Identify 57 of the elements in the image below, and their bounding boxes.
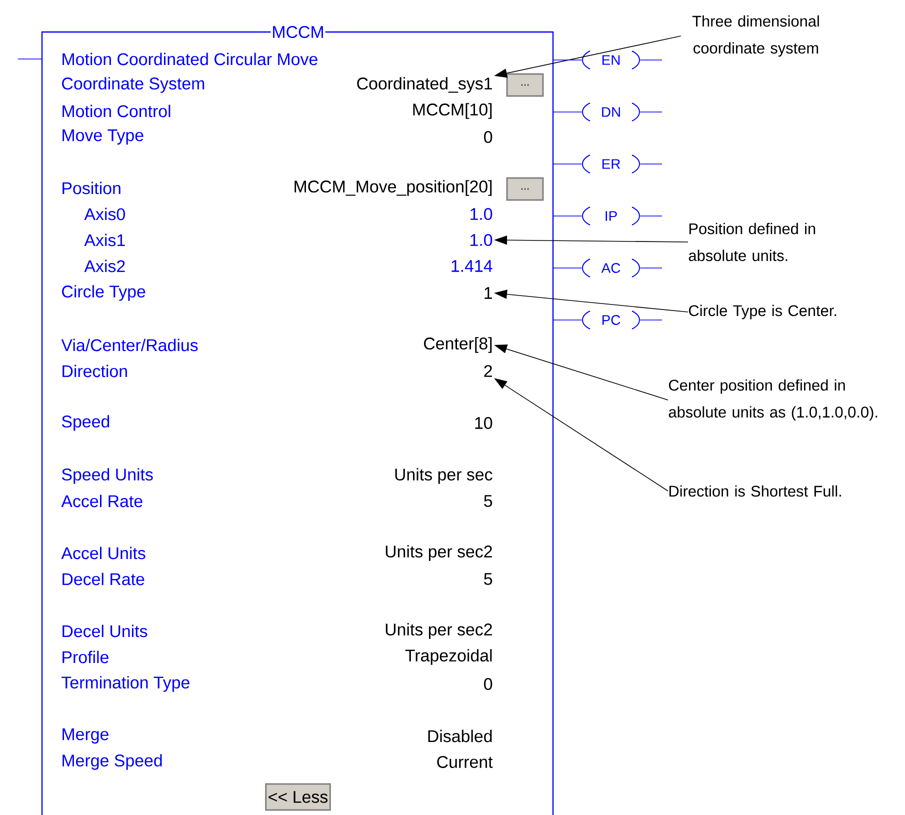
field-label: Position — [62, 182, 120, 194]
field-label: Coordinate System — [62, 77, 204, 93]
field-value: MCCM_Move_position[20] — [294, 180, 492, 196]
field-label: Speed — [62, 415, 110, 431]
field-label: Decel Rate — [62, 572, 144, 586]
output-coil: DN — [582, 102, 640, 122]
field-label: Decel Units — [62, 624, 148, 638]
field-label: Motion Coordinated Circular Move — [62, 52, 318, 66]
less-button: << Less — [265, 783, 331, 811]
output-coil: AC — [582, 258, 640, 278]
output-coil: ER — [582, 154, 640, 174]
field-value: Current — [437, 756, 493, 768]
callout-text: Three dimensional coordinate system — [692, 15, 819, 57]
field-value: Disabled — [428, 730, 492, 742]
field-value: Units per sec2 — [386, 623, 492, 639]
field-value: 1.0 — [470, 208, 492, 220]
callout-text: Circle Type is Center. — [688, 304, 836, 320]
output-coil: IP — [582, 206, 640, 226]
field-label: Merge Speed — [62, 754, 162, 770]
field-value: 10 — [475, 417, 492, 429]
field-label: Accel Rate — [61, 494, 142, 508]
field-value: 1 — [484, 287, 492, 299]
field-value: 5 — [484, 495, 492, 507]
field-label: Move Type — [62, 129, 144, 145]
browse-button: ... — [506, 177, 544, 201]
field-value: 0 — [484, 678, 492, 690]
field-value: 1.414 — [452, 260, 492, 272]
output-coil: EN — [582, 50, 640, 70]
callout-text: Direction is Shortest Full. — [669, 485, 841, 497]
field-label: Via/Center/Radius — [61, 338, 198, 352]
field-label: Direction — [62, 364, 127, 378]
field-value: 0 — [484, 131, 492, 143]
node-label: MCCM — [273, 26, 323, 38]
field-label: Axis1 — [84, 234, 125, 246]
output-coil: PC — [582, 310, 640, 330]
field-value: Coordinated_sys1 — [357, 77, 492, 93]
field-value: MCCM[10] — [413, 103, 492, 119]
field-value: Center[8] — [424, 337, 492, 353]
field-label: Speed Units — [62, 468, 153, 484]
field-label: Circle Type — [62, 285, 146, 301]
field-label: Axis2 — [84, 260, 125, 272]
field-value: Trapezoidal — [405, 649, 492, 665]
field-value: 5 — [484, 573, 492, 585]
field-label: Accel Units — [61, 546, 146, 560]
callout-text: Position defined in absolute units. — [688, 222, 816, 262]
field-label: Profile — [62, 650, 108, 664]
field-value: Units per sec — [395, 468, 492, 484]
browse-button: ... — [506, 73, 544, 97]
field-label: Termination Type — [62, 676, 190, 692]
field-value: Units per sec2 — [386, 545, 492, 561]
field-value: 2 — [484, 365, 492, 377]
field-label: Motion Control — [62, 104, 170, 118]
wire — [18, 58, 42, 60]
field-label: Axis0 — [84, 208, 125, 220]
field-value: 1.0 — [470, 234, 492, 246]
callout-text: Center position defined in absolute units as (1.0,1.0,0.0). — [668, 379, 878, 421]
field-label: Merge — [62, 728, 108, 744]
